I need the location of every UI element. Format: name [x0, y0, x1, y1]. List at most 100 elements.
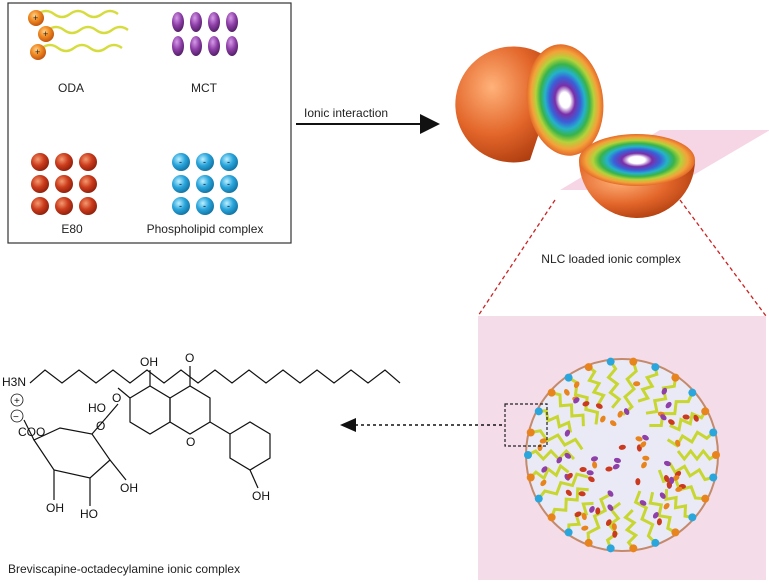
- surfactant-head: [709, 428, 718, 437]
- lipid-molecule: [639, 500, 647, 506]
- surfactant-tail: [550, 487, 589, 518]
- lipid-molecule: [563, 388, 570, 396]
- lipid-molecule: [613, 457, 622, 464]
- surfactant-head: [584, 538, 593, 547]
- lipid-molecule: [595, 507, 601, 515]
- surfactant-head: [671, 528, 680, 537]
- svg-text:-: -: [203, 201, 206, 211]
- mct-icon: [172, 12, 238, 56]
- surfactant-head: [709, 473, 718, 482]
- phospholipid-molecule: [196, 197, 214, 215]
- lipid-molecule: [612, 463, 620, 470]
- lipid-molecule: [605, 466, 613, 472]
- lipid-molecule: [578, 491, 586, 497]
- hydroxyl-label-1: HO: [88, 401, 106, 415]
- lipid-molecule: [663, 460, 671, 467]
- mct-molecule: [172, 12, 184, 32]
- sugar-hydroxyl-3: OH: [120, 481, 138, 495]
- lipid-molecule: [672, 475, 680, 481]
- surfactant-tail: [551, 391, 585, 427]
- surfactant-tail: [676, 448, 717, 462]
- svg-text:-: -: [179, 179, 182, 189]
- lipid-molecule: [586, 470, 594, 476]
- lipid-molecule: [660, 414, 667, 421]
- structure-caption: Breviscapine-octadecylamine ionic comple…: [8, 562, 240, 576]
- lipid-molecule: [612, 530, 618, 538]
- detail-arrow-head: [340, 418, 356, 432]
- sugar-ring-oxygen: O: [96, 419, 105, 433]
- surfactant-tail: [668, 461, 714, 482]
- lipid-molecule: [595, 403, 603, 409]
- phospholipid-molecule: [196, 153, 214, 171]
- e80-molecule: [55, 175, 73, 193]
- surfactant-head: [584, 363, 593, 372]
- lipid-molecule: [541, 466, 548, 473]
- surfactant-head: [526, 473, 535, 482]
- phospholipid-molecule: [220, 175, 238, 193]
- surfactant-tail: [645, 377, 677, 415]
- glycosidic-oxygen: O: [112, 391, 121, 405]
- lipid-molecule: [579, 467, 587, 473]
- surfactant-head: [712, 451, 720, 459]
- lipid-molecule: [607, 504, 614, 511]
- svg-text:-: -: [227, 201, 230, 211]
- lipid-molecule: [556, 456, 563, 464]
- phospholipid-icon: ---------: [172, 153, 238, 215]
- surfactant-tail: [669, 410, 707, 432]
- surfactant-tail: [529, 463, 570, 481]
- lipid-molecule: [669, 476, 675, 484]
- lipid-molecule: [642, 434, 649, 441]
- nlc-label: NLC loaded ionic complex: [541, 252, 680, 266]
- surfactant-head: [606, 357, 615, 366]
- mct-molecule: [190, 36, 202, 56]
- svg-text:+: +: [35, 47, 40, 57]
- surfactant-tail: [648, 491, 677, 534]
- surfactant-head: [688, 388, 697, 397]
- surfactant-tail: [537, 472, 589, 500]
- phospholipid-molecule: [220, 197, 238, 215]
- surfactant-tail: [623, 509, 639, 550]
- surfactant-tail: [587, 365, 606, 405]
- surfactant-tail: [538, 409, 573, 433]
- svg-text:-: -: [227, 157, 230, 167]
- ketone-oxygen: O: [185, 351, 194, 365]
- svg-text:-: -: [203, 157, 206, 167]
- lipid-molecule: [656, 518, 662, 526]
- lipid-molecule: [609, 420, 617, 427]
- phenol-hydroxyl: OH: [252, 489, 270, 503]
- oda-icon: + + +: [28, 9, 129, 60]
- surfactant-head: [526, 428, 535, 437]
- zoom-line-left: [477, 199, 556, 317]
- surfactant-head: [547, 388, 556, 397]
- mct-molecule: [190, 12, 202, 32]
- surfactant-tail: [530, 429, 584, 451]
- surfactant-tail: [621, 361, 638, 416]
- surfactant-head: [547, 513, 556, 522]
- surfactant-head: [534, 407, 543, 416]
- svg-text:-: -: [179, 157, 182, 167]
- coo-label: COO: [18, 425, 45, 439]
- svg-text:-: -: [203, 179, 206, 189]
- lipid-molecule: [573, 381, 580, 389]
- lipid-molecule: [675, 439, 681, 447]
- lipid-molecule: [589, 506, 595, 513]
- ionic-interaction-label: Ionic interaction: [304, 106, 388, 120]
- mct-molecule: [226, 12, 238, 32]
- e80-molecule: [55, 153, 73, 171]
- lipid-molecule: [564, 429, 571, 437]
- surfactant-head: [564, 528, 573, 537]
- surfactant-head: [524, 451, 532, 459]
- lipid-molecule: [565, 489, 572, 496]
- lipid-molecule: [640, 441, 647, 448]
- lipid-molecule: [661, 387, 668, 395]
- lipid-molecule: [663, 475, 670, 482]
- surfactant-tail: [633, 490, 657, 544]
- svg-text:+: +: [33, 13, 38, 23]
- lipid-molecule: [652, 512, 659, 519]
- mct-label: MCT: [191, 81, 218, 95]
- detail-box: [504, 403, 548, 447]
- surfactant-head: [688, 513, 697, 522]
- surfactant-head: [534, 494, 543, 503]
- nlc-cut-sphere: [455, 44, 769, 218]
